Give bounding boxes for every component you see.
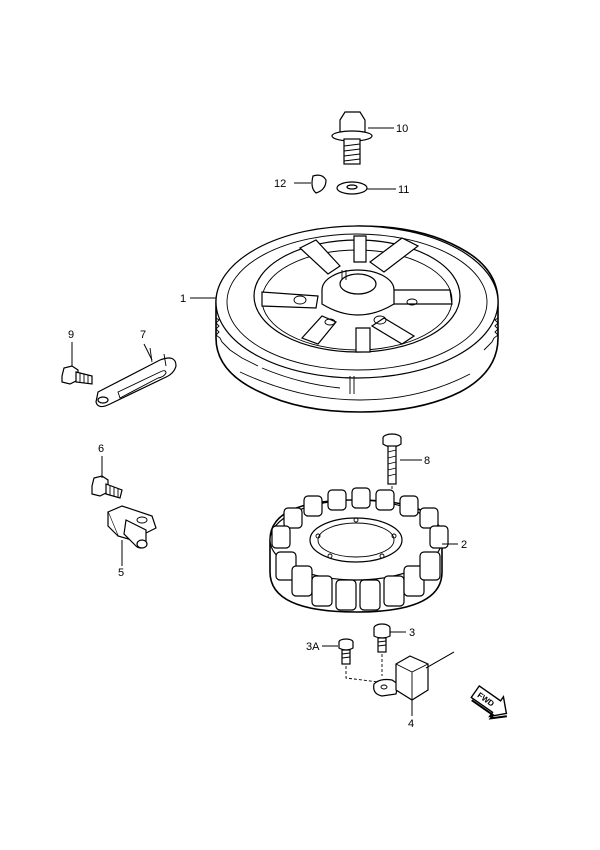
part-5-sensor [107, 505, 157, 549]
part-1-flywheel [215, 225, 499, 413]
callout-3a: 3A [306, 641, 320, 653]
part-10-bolt [331, 111, 373, 165]
callout-6: 6 [98, 443, 104, 455]
part-4-coil [373, 651, 455, 701]
callout-3: 3 [409, 627, 415, 639]
callout-8: 8 [424, 455, 430, 467]
part-12-key [311, 174, 327, 194]
callout-7: 7 [140, 329, 146, 341]
part-9-bolt [61, 365, 93, 385]
callout-11: 11 [398, 184, 409, 196]
callout-12: 12 [274, 178, 286, 190]
part-3a-bolt [338, 638, 354, 665]
part-2-stator [269, 487, 449, 613]
part-7-bracket [95, 347, 177, 408]
part-8-screw [382, 433, 402, 485]
callout-10: 10 [396, 123, 408, 135]
part-11-washer [336, 181, 368, 195]
callout-5: 5 [118, 567, 124, 579]
fwd-arrow-icon: FWD [470, 684, 508, 720]
part-3-screw [373, 623, 391, 653]
callout-4: 4 [408, 718, 414, 730]
callout-2: 2 [461, 539, 467, 551]
callout-9: 9 [68, 329, 74, 341]
callout-1: 1 [180, 293, 186, 305]
part-6-bolt [91, 475, 123, 499]
